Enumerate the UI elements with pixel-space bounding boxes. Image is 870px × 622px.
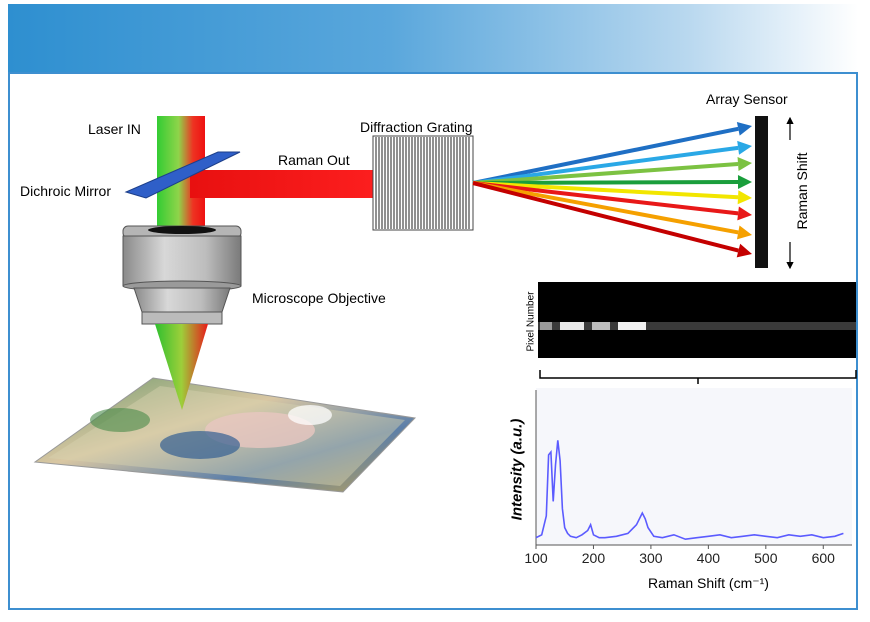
painting-sample — [33, 377, 417, 493]
diffraction-grating-label: Diffraction Grating — [360, 119, 473, 135]
raman-out-label: Raman Out — [278, 152, 350, 168]
array-sensor-label: Array Sensor — [706, 91, 788, 107]
ray-arrowhead — [736, 243, 752, 258]
content-frame — [8, 72, 858, 610]
x-tick-label: 100 — [524, 550, 548, 566]
ray-arrowhead — [737, 175, 752, 190]
ray-arrowhead — [737, 140, 752, 155]
ray-line — [472, 162, 739, 185]
dispersed-rays — [472, 121, 752, 258]
bracket — [539, 370, 857, 384]
ray-line — [472, 180, 739, 185]
ray-arrowhead — [736, 121, 752, 136]
microscope-objective-label: Microscope Objective — [252, 290, 386, 306]
x-tick-label: 600 — [811, 550, 835, 566]
ray-line — [472, 126, 739, 185]
dichroic-mirror-label: Dichroic Mirror — [20, 183, 111, 199]
dichroic-mirror — [124, 151, 241, 199]
laser-in-label: Laser IN — [88, 121, 141, 137]
microscope-objective — [122, 225, 242, 325]
x-tick-label: 500 — [754, 550, 778, 566]
ray-arrowhead — [737, 157, 752, 171]
spectrum-plot — [535, 388, 852, 549]
ray-line — [472, 181, 739, 253]
pixel-strip — [538, 282, 856, 358]
focus-cone — [155, 324, 208, 410]
ray-arrowhead — [736, 225, 752, 240]
raman-shift-label: Raman Shift — [794, 152, 810, 230]
array-sensor — [755, 116, 768, 268]
y-axis-label: Intensity (a.u.) — [508, 418, 526, 521]
x-tick-label: 400 — [696, 550, 721, 566]
x-axis-label: Raman Shift (cm⁻¹) — [648, 575, 769, 591]
spectrum-line — [535, 440, 844, 541]
header-banner — [8, 4, 858, 72]
ray-line — [472, 145, 739, 185]
x-tick-label: 300 — [639, 550, 663, 566]
ray-line — [472, 181, 739, 235]
diffraction-grating — [372, 135, 474, 231]
ray-line — [472, 181, 739, 216]
x-tick-label: 200 — [581, 550, 606, 566]
raman-out-beam — [190, 170, 398, 198]
ray-arrowhead — [737, 190, 752, 205]
pixel-number-label: Pixel Number — [525, 291, 537, 352]
ray-arrowhead — [737, 206, 752, 221]
ray-line — [472, 181, 739, 200]
